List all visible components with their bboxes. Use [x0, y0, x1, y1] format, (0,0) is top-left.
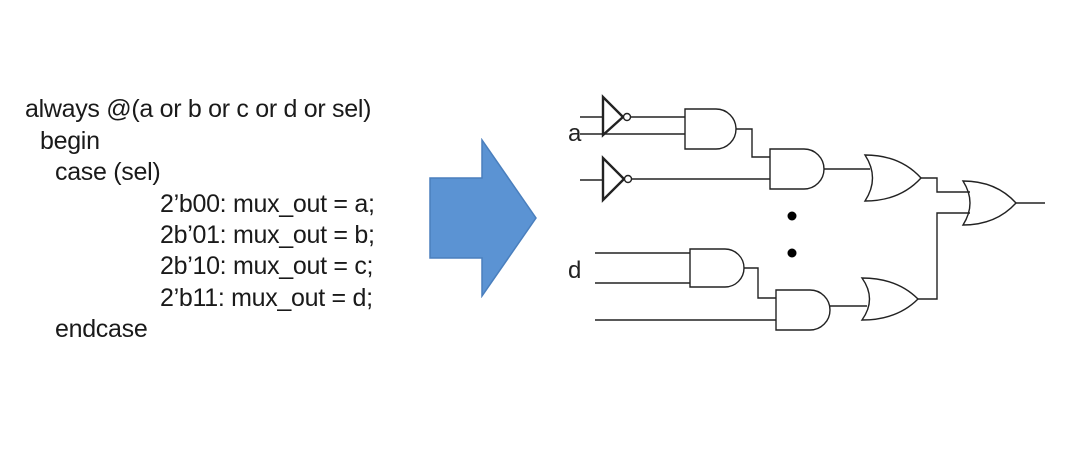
- and-gate-1: [684, 108, 737, 150]
- wire-or1-to-or3: [921, 177, 970, 193]
- or-gate-1: [863, 154, 922, 202]
- code-line-case-11: 2’b11: mux_out = d;: [160, 284, 373, 312]
- code-line-begin: begin: [40, 127, 100, 155]
- ellipsis-dot-2: [787, 248, 797, 258]
- wire-or2-to-or3: [918, 212, 970, 300]
- or-gate-2: [860, 277, 919, 321]
- wire-and1-to-and2: [736, 128, 770, 158]
- code-line-always: always @(a or b or c or d or sel): [25, 95, 372, 123]
- gate-level-circuit-diagram: a d: [568, 94, 1045, 331]
- and-gate-4: [775, 289, 831, 331]
- input-label-d: d: [568, 257, 581, 284]
- code-line-endcase: endcase: [55, 315, 148, 343]
- inverter-gate-1: [580, 94, 685, 138]
- synthesis-arrow-icon: [429, 138, 537, 298]
- code-line-case-00: 2’b00: mux_out = a;: [160, 190, 375, 218]
- code-line-case-10: 2b’10: mux_out = c;: [160, 252, 374, 280]
- and-gate-2: [769, 148, 825, 190]
- input-label-a: a: [568, 120, 582, 147]
- and-gate-3: [689, 248, 745, 288]
- ellipsis-dot-1: [787, 211, 797, 221]
- verilog-code-block: always @(a or b or c or d or sel) begin …: [0, 0, 430, 452]
- code-line-case: case (sel): [55, 158, 161, 186]
- or-gate-output: [961, 180, 1017, 226]
- wire-and3-to-and4: [744, 267, 776, 299]
- code-line-case-01: 2b’01: mux_out = b;: [160, 221, 375, 249]
- inverter-gate-2: [580, 155, 770, 203]
